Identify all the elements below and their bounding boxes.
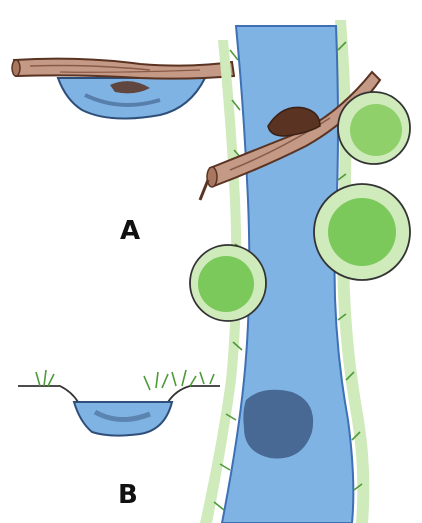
cross-section-b: [18, 370, 220, 436]
log-a: [14, 59, 234, 79]
cross-section-a: [12, 59, 234, 119]
label-a: A: [120, 218, 140, 244]
tree-canopy-upper-right: [338, 92, 410, 164]
tree-canopy-lower-right: [314, 184, 410, 280]
label-b: B: [118, 482, 138, 508]
deep-pool: [243, 390, 313, 459]
tree-canopy-left: [190, 245, 266, 321]
